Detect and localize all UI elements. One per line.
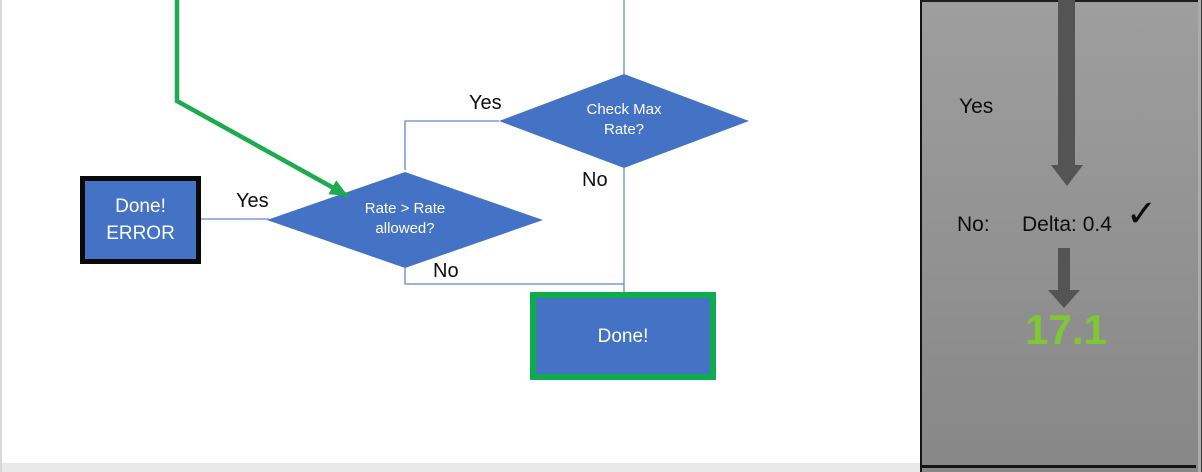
result-panel: Yes No: Delta: 0.4 ✓ 17.1 xyxy=(920,0,1198,472)
done-box-label: Done! xyxy=(597,325,649,347)
done-box[interactable]: Done! xyxy=(530,292,716,380)
connector-rate-no-to-done-box xyxy=(404,268,624,285)
rate-yes-label: Yes xyxy=(236,190,269,212)
rate-no-label: No xyxy=(433,260,459,282)
checkmark-icon: ✓ xyxy=(1126,193,1158,234)
down-arrow-large-icon xyxy=(1051,165,1083,186)
bottom-edge-strip xyxy=(2,463,920,472)
down-arrow-large-shaft xyxy=(1058,0,1075,165)
panel-yes-label: Yes xyxy=(959,95,994,118)
check-max-rate-diamond[interactable] xyxy=(499,74,749,168)
check-yes-label: Yes xyxy=(469,92,502,114)
down-arrow-small-shaft xyxy=(1058,248,1070,290)
right-edge-light-strip xyxy=(1198,0,1201,472)
connector-check-yes-to-rate-diamond xyxy=(404,120,499,170)
done-error-line1: Done! xyxy=(115,196,166,217)
flowchart-graphics xyxy=(174,0,749,293)
green-path-arrow xyxy=(174,0,350,198)
done-error-line2: ERROR xyxy=(106,223,175,244)
result-value: 17.1 xyxy=(1025,306,1107,353)
panel-bottom-border xyxy=(922,465,1196,468)
panel-delta-value: Delta: 0.4 xyxy=(1022,213,1112,236)
check-diamond-label: Check Max Rate? xyxy=(586,101,662,138)
done-error-box[interactable]: Done! ERROR xyxy=(80,176,201,264)
panel-no-label: No: xyxy=(957,213,990,236)
rate-diamond-label: Rate > Rate allowed? xyxy=(364,200,446,237)
check-no-label: No xyxy=(582,169,608,191)
rate-allowed-diamond[interactable] xyxy=(267,172,543,268)
down-arrow-small-icon xyxy=(1048,290,1080,308)
